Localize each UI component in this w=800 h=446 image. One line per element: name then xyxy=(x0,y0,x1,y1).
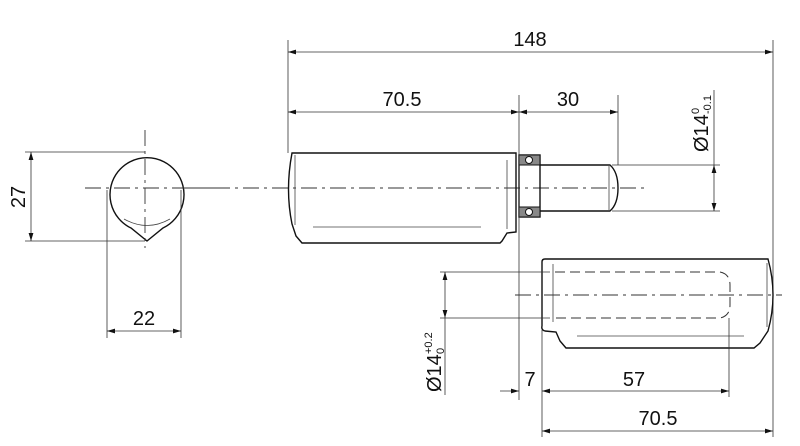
svg-text:-0.1: -0.1 xyxy=(702,95,714,114)
side-view: 27 22 xyxy=(8,130,220,338)
dim-7: 7 xyxy=(524,369,535,391)
side-profile xyxy=(109,156,185,242)
dim-57: 57 xyxy=(623,369,645,391)
hidden-bore xyxy=(555,271,731,319)
dim-70-5-bottom: 70.5 xyxy=(639,408,678,430)
svg-text:Ø14: Ø14 xyxy=(691,114,713,152)
dim-22: 22 xyxy=(133,308,155,330)
pin-shaft xyxy=(540,164,619,212)
dim-pin-diameter: Ø14 0 -0.1 xyxy=(690,95,714,152)
pin-body xyxy=(287,152,517,244)
dim-70-5-top: 70.5 xyxy=(383,89,422,111)
socket-part xyxy=(515,258,782,349)
dim-27: 27 xyxy=(8,186,30,208)
dim-30: 30 xyxy=(557,89,579,111)
dim-bore-diameter: Ø14 +0.2 0 xyxy=(423,332,447,392)
socket-body xyxy=(541,258,774,349)
pin-part xyxy=(287,152,619,244)
svg-text:+0.2: +0.2 xyxy=(423,332,435,354)
svg-text:0: 0 xyxy=(435,348,447,354)
svg-text:0: 0 xyxy=(690,108,702,114)
svg-text:Ø14: Ø14 xyxy=(424,354,446,392)
dim-148: 148 xyxy=(513,29,546,51)
side-inner-arc xyxy=(123,218,171,226)
